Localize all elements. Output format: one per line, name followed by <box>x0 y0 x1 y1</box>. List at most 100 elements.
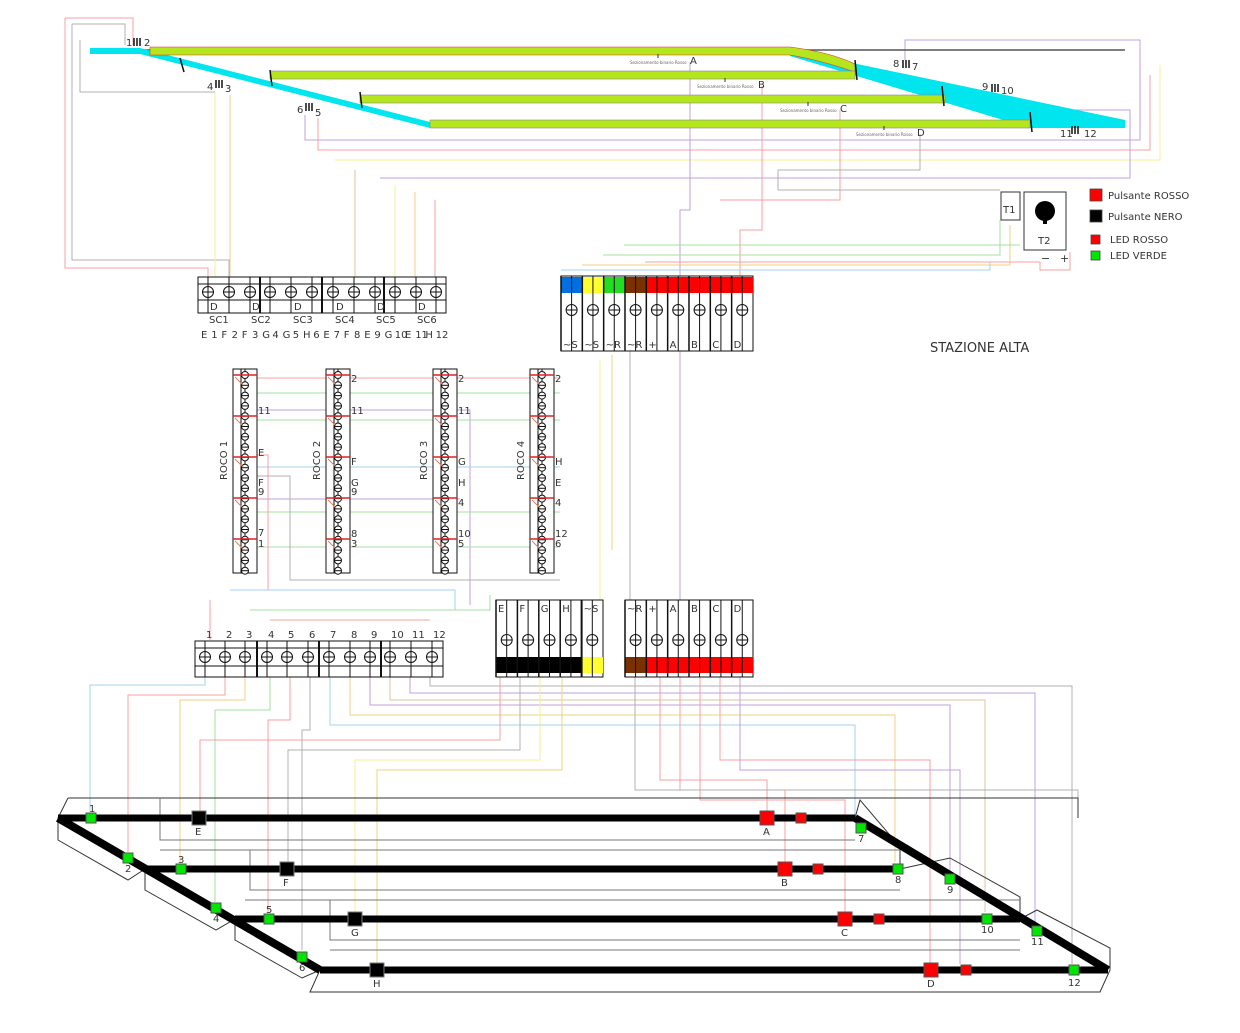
green-led-label: 6 <box>299 963 305 974</box>
diode-mark <box>234 458 244 468</box>
decoder-pin-label: 8 <box>351 529 357 540</box>
turnout-label-1: 1 <box>126 38 132 49</box>
sc-bottom-label: 1 <box>211 330 217 341</box>
sc-bottom-label: 3 <box>252 330 258 341</box>
black-button-H[interactable] <box>369 962 385 978</box>
black-button-E[interactable] <box>191 810 207 826</box>
decoder-pin-label: 2 <box>458 374 464 385</box>
panel-platform-line <box>249 850 900 891</box>
wire <box>659 677 768 812</box>
wire <box>287 677 521 862</box>
decoder-pin-label: 11 <box>458 406 471 417</box>
screw-terminal <box>202 286 214 298</box>
wire <box>429 677 1073 964</box>
decoder-pin-label: 3 <box>351 539 357 550</box>
green-led-label: 3 <box>178 855 184 866</box>
diode-mark <box>531 499 541 509</box>
wire <box>89 677 206 812</box>
t2-label: T2 <box>1037 236 1050 247</box>
red-led-icon <box>812 863 824 875</box>
screw-terminal <box>264 286 276 298</box>
screw-terminal <box>219 651 231 663</box>
black-button-label: F <box>283 878 289 889</box>
red-led-icon <box>960 964 972 976</box>
sc-label: SC4 <box>335 315 355 326</box>
sc-bottom-label: 2 <box>232 330 238 341</box>
terminal-label: D <box>734 340 742 351</box>
sc-bottom-label: E <box>323 330 329 341</box>
diode-mark <box>434 376 444 386</box>
decoder-pin-label: 10 <box>458 529 471 540</box>
legend-label: LED ROSSO <box>1110 235 1168 246</box>
led-strip-label: 7 <box>330 630 336 641</box>
red-button-D[interactable] <box>923 962 939 978</box>
sc-label: SC1 <box>209 315 229 326</box>
terminal-label: ~S <box>584 340 599 351</box>
red-button-A[interactable] <box>759 810 775 826</box>
turnout-label-4: 4 <box>207 82 213 93</box>
screw-terminal <box>430 286 442 298</box>
diode-mark <box>327 540 337 550</box>
sc-bottom-label: H <box>425 330 433 341</box>
wire <box>267 677 291 912</box>
screw-terminal <box>261 651 273 663</box>
decoder-pin-label: E <box>555 478 561 489</box>
diode-mark <box>434 540 444 550</box>
track-D-rail <box>429 119 1031 129</box>
insulated-joint <box>359 91 363 109</box>
red-button-label: C <box>841 928 848 939</box>
wire <box>335 65 1161 161</box>
screw-terminal <box>564 634 577 646</box>
legend-label: LED VERDE <box>1110 251 1167 262</box>
diode-mark <box>327 499 337 509</box>
screw-terminal <box>586 634 599 646</box>
decoder-pin-label: 1 <box>258 539 264 550</box>
screw-terminal <box>586 304 599 316</box>
plus-terminal-label: + <box>1060 252 1069 265</box>
left-ladder-turnouts <box>90 48 430 128</box>
sc-bottom-label: 5 <box>293 330 299 341</box>
wire <box>582 225 1011 266</box>
terminal-label: A <box>670 604 677 615</box>
legend-label: Pulsante NERO <box>1108 212 1183 223</box>
sc-bottom-label: G <box>283 330 291 341</box>
wire <box>739 677 961 964</box>
black-button-legend-icon <box>1089 209 1103 223</box>
black-button-G[interactable] <box>347 911 363 927</box>
section-label-d: D <box>917 128 925 139</box>
wire <box>233 409 471 605</box>
decoder-pin-label: 11 <box>351 406 364 417</box>
insulated-joint <box>941 85 945 107</box>
red-button-B[interactable] <box>777 861 793 877</box>
diode-mark <box>234 417 244 427</box>
screw-terminal <box>389 286 401 298</box>
terminal-label: C <box>712 340 719 351</box>
green-led-label: 8 <box>895 875 901 886</box>
sc-bottom-label: F <box>242 330 248 341</box>
screw-terminal <box>693 634 706 646</box>
red-button-label: B <box>781 878 788 889</box>
section-note: Sezionamento binario Rosso <box>856 132 913 137</box>
green-led-label: 7 <box>858 834 864 845</box>
green-led-icon <box>855 822 867 834</box>
diode-mark <box>531 540 541 550</box>
wire <box>304 39 1141 141</box>
turnout-label-5: 5 <box>315 108 321 119</box>
wire <box>720 110 841 201</box>
screw-terminal <box>426 651 438 663</box>
panel-platform-line <box>329 900 1020 941</box>
decoder-name: ROCO 1 <box>219 441 230 480</box>
decoder-pin-label: 11 <box>258 406 271 417</box>
red-button-C[interactable] <box>837 911 853 927</box>
green-led-icon <box>85 812 97 824</box>
decoder-pin-label: 4 <box>555 498 561 509</box>
decoder-pin-label: H <box>458 478 466 489</box>
led-strip-label: 9 <box>371 630 377 641</box>
wire <box>603 220 1001 256</box>
knob-icon <box>1035 201 1055 221</box>
station-title: STAZIONE ALTA <box>930 341 1029 356</box>
wire <box>349 677 896 862</box>
black-button-F[interactable] <box>279 861 295 877</box>
screw-terminal <box>348 286 360 298</box>
screw-terminal <box>714 634 727 646</box>
